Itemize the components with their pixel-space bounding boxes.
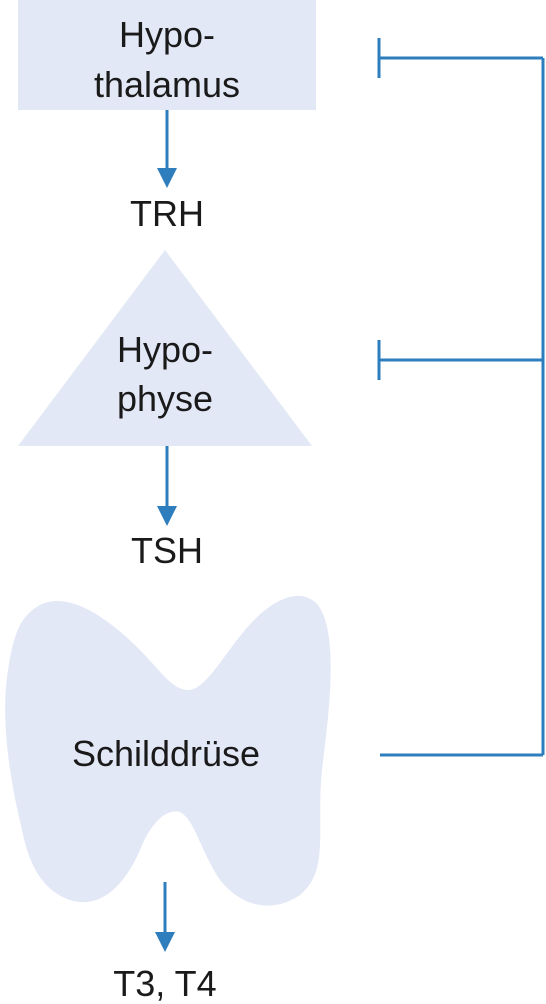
hypophyse-label-line1: Hypo- (117, 329, 213, 370)
schilddruese-shape (5, 595, 331, 906)
hypothalamus-box (18, 0, 316, 110)
schilddruese-label: Schilddrüse (72, 733, 260, 774)
t3-t4-label: T3, T4 (113, 963, 216, 1004)
tsh-label: TSH (131, 530, 203, 571)
negative-feedback-loop (377, 38, 545, 757)
hypophyse-label-line2: physe (117, 378, 213, 419)
arrow-schilddruese-output (155, 882, 175, 952)
hypothalamus-label-line1: Hypo- (119, 14, 215, 55)
arrow-hypophyse-tsh (157, 446, 177, 526)
arrow-hypothalamus-trh (157, 110, 177, 188)
hypothalamus-label-line2: thalamus (94, 64, 240, 105)
trh-label: TRH (130, 193, 204, 234)
hypophyse-triangle (18, 250, 312, 446)
